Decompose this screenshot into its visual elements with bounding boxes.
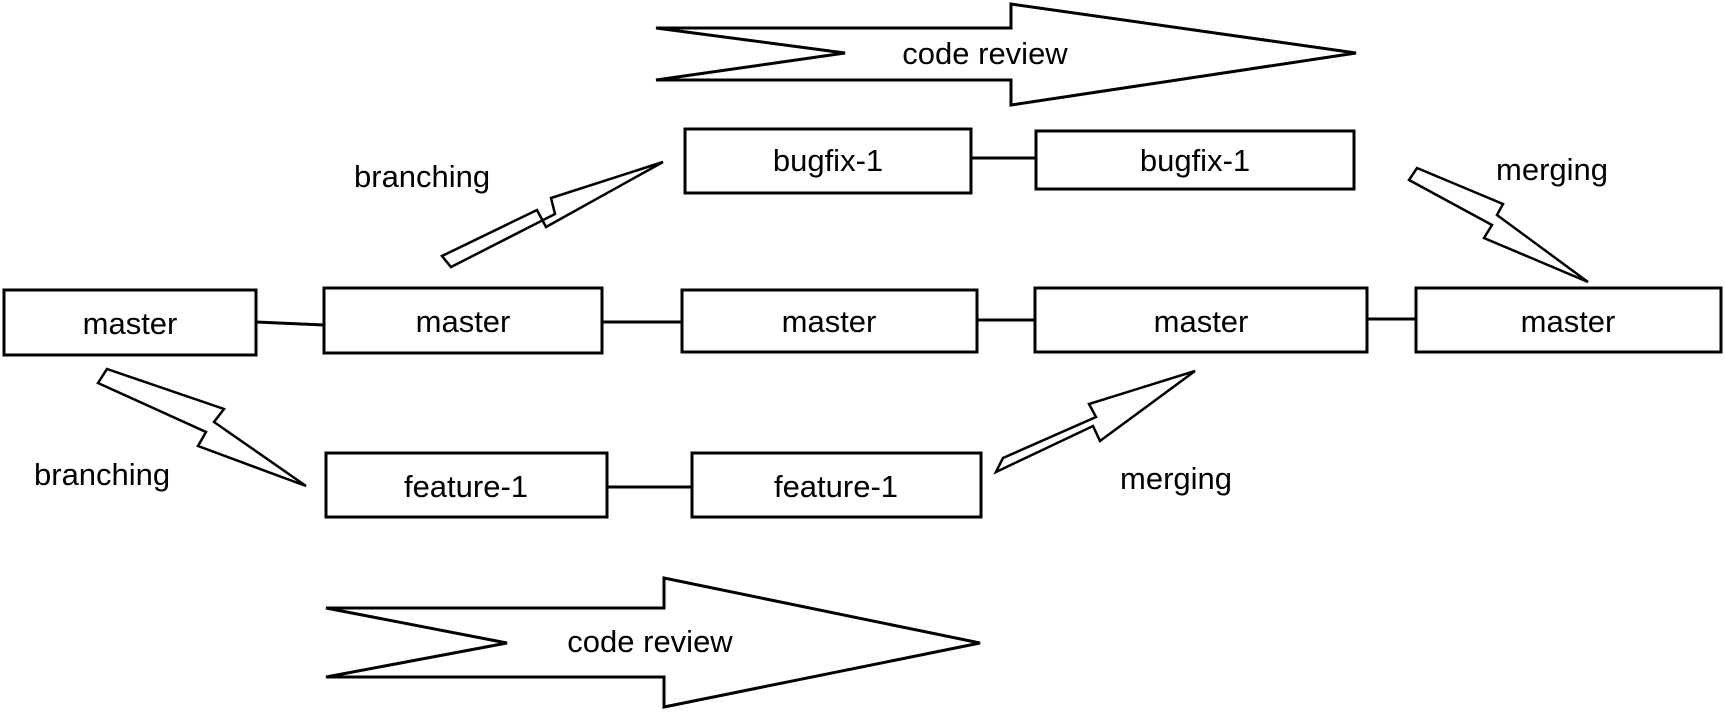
connectors — [255, 156, 1416, 489]
code-review-arrow-bottom: code review — [325, 576, 981, 709]
node-bugfix-1b-box — [1034, 129, 1356, 191]
node-master-2: master — [322, 286, 604, 355]
node-bugfix-1b: bugfix-1 — [1034, 129, 1356, 191]
node-master-4: master — [1033, 286, 1369, 354]
bugfix-branch: bugfix-1 bugfix-1 — [683, 127, 1356, 195]
node-master-3-label: master — [782, 304, 877, 339]
node-feature-1a: feature-1 — [324, 451, 609, 519]
branching-arrow-bottom-shape — [96, 367, 307, 488]
branching-arrow-bottom — [96, 367, 307, 488]
node-master-1-box — [2, 288, 258, 357]
merging-label-top: merging — [1496, 152, 1608, 187]
branching-arrow-top — [440, 160, 664, 269]
merging-arrow-bottom-shape — [993, 369, 1196, 475]
node-master-4-box — [1033, 286, 1369, 354]
node-bugfix-1b-label: bugfix-1 — [1140, 143, 1250, 178]
node-master-3: master — [680, 288, 979, 354]
connector-master1-master2 — [255, 320, 325, 327]
node-master-2-box — [322, 286, 604, 355]
merging-arrow-top — [1407, 166, 1589, 284]
node-master-5-label: master — [1521, 304, 1616, 339]
code-review-arrow-bottom-shape — [325, 576, 981, 709]
merging-arrow-top-shape — [1407, 166, 1589, 284]
merging-label-bottom: merging — [1120, 461, 1232, 496]
feature-branch: feature-1 feature-1 — [324, 451, 983, 519]
branching-label-bottom: branching — [34, 457, 170, 492]
branching-label-top: branching — [354, 159, 490, 194]
node-feature-1b-label: feature-1 — [774, 469, 898, 504]
node-feature-1a-label: feature-1 — [404, 469, 528, 504]
code-review-arrow-top: code review — [655, 2, 1357, 107]
node-bugfix-1a-box — [683, 127, 973, 195]
code-review-arrow-top-shape — [655, 2, 1357, 107]
node-master-5: master — [1414, 286, 1723, 354]
node-master-1-label: master — [83, 306, 178, 341]
node-feature-1b-box — [690, 451, 983, 519]
node-feature-1a-box — [324, 451, 609, 519]
code-review-label-top: code review — [902, 36, 1068, 71]
code-review-label-bottom: code review — [567, 624, 733, 659]
node-bugfix-1a: bugfix-1 — [683, 127, 973, 195]
node-bugfix-1a-label: bugfix-1 — [773, 143, 883, 178]
node-master-4-label: master — [1154, 304, 1249, 339]
node-master-3-box — [680, 288, 979, 354]
node-master-5-box — [1414, 286, 1723, 354]
node-master-1: master — [2, 288, 258, 357]
branching-arrow-top-shape — [440, 160, 664, 269]
node-feature-1b: feature-1 — [690, 451, 983, 519]
node-master-2-label: master — [416, 304, 511, 339]
master-branch: master master master master master — [2, 286, 1723, 357]
merging-arrow-bottom — [993, 369, 1196, 475]
